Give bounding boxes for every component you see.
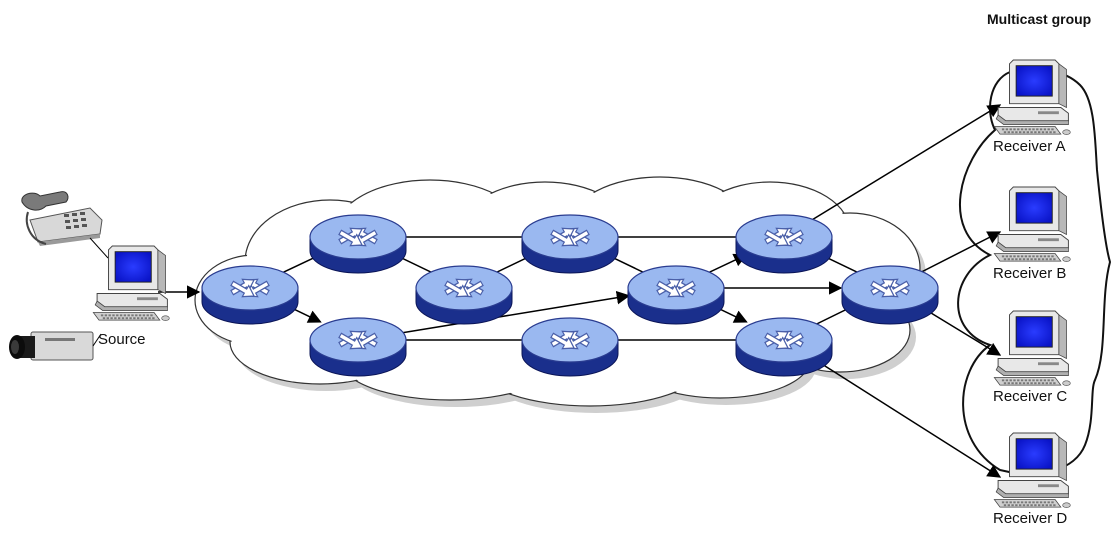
receiver-c-computer-icon	[993, 310, 1071, 386]
source-label: Source	[98, 331, 146, 348]
router-icon	[521, 214, 619, 274]
multicast-group-title: Multicast group	[987, 11, 1092, 27]
link-r7-receiver-a	[783, 104, 1002, 238]
receiver-b-computer-icon	[993, 186, 1071, 262]
router-icon	[309, 317, 407, 377]
source-computer-icon	[92, 245, 170, 321]
receiver-b-label: Receiver B	[993, 265, 1067, 282]
router-icon	[627, 265, 725, 325]
router-icon	[841, 265, 939, 325]
router-icon	[735, 317, 833, 377]
video-camera-icon	[9, 331, 102, 361]
router-icon	[735, 214, 833, 274]
receiver-a-label: Receiver A	[993, 138, 1066, 155]
receiver-a-computer-icon	[993, 59, 1071, 135]
router-icon	[415, 265, 513, 325]
source-computer	[92, 245, 170, 321]
receiver-c-label: Receiver C	[993, 388, 1068, 405]
router-icon	[201, 265, 299, 325]
receiver-computers	[993, 59, 1071, 508]
router-icon	[521, 317, 619, 377]
receiver-d-computer-icon	[993, 432, 1071, 508]
routers	[201, 214, 939, 377]
receiver-d-label: Receiver D	[993, 510, 1068, 527]
telephone-icon	[21, 191, 109, 259]
router-icon	[309, 214, 407, 274]
